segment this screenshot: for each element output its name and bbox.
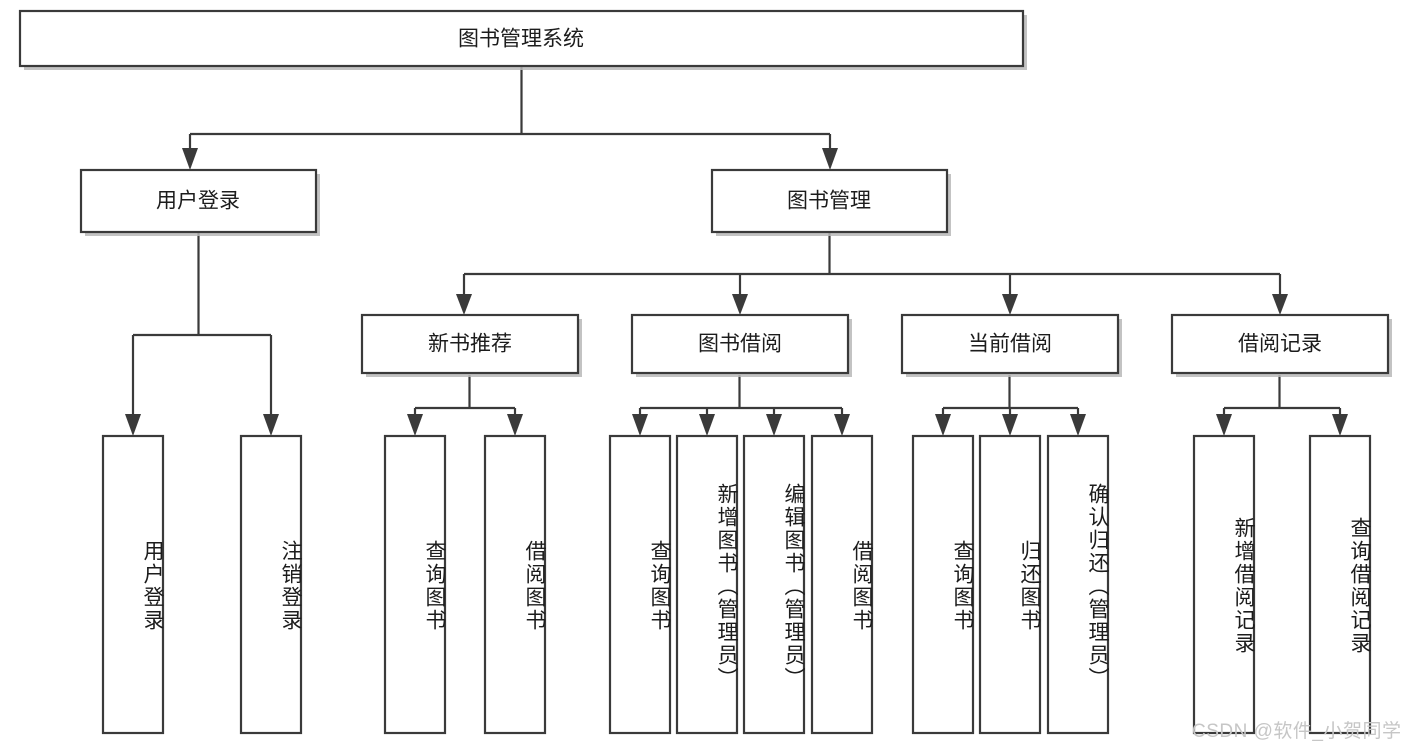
- node-book-manage[interactable]: [710, 168, 949, 234]
- arrow-bb-leaf3: [766, 414, 782, 436]
- arrow-user-login: [182, 148, 198, 170]
- leaf-user-login-logout[interactable]: [239, 434, 303, 735]
- arrow-bb-leaf4: [834, 414, 850, 436]
- node-user-login-label: 用户登录: [156, 190, 240, 213]
- connector-layer: [125, 66, 1348, 436]
- arrow-br-leaf2: [1332, 414, 1348, 436]
- leaf-user-login-login[interactable]: [101, 434, 165, 735]
- leaf-current-borrow-return[interactable]: [978, 434, 1042, 735]
- node-current-borrow-label: 当前借阅: [968, 333, 1052, 356]
- node-layer: 图书管理系统 用户登录 图书管理 新书推荐 图书借阅 当前借阅 借阅记录: [18, 9, 1392, 735]
- node-borrow-record[interactable]: [1170, 313, 1390, 375]
- leaf-book-borrow-add[interactable]: [675, 434, 739, 735]
- arrow-cb-leaf2: [1002, 414, 1018, 436]
- arrow-leaf-logout: [263, 414, 279, 436]
- leaf-current-borrow-confirm[interactable]: [1046, 434, 1110, 735]
- arrow-cb-leaf1: [935, 414, 951, 436]
- leaf-new-book-borrow[interactable]: [483, 434, 547, 735]
- arrow-borrow-record: [1272, 294, 1288, 315]
- node-borrow-record-label: 借阅记录: [1238, 333, 1322, 356]
- node-book-manage-label: 图书管理: [787, 190, 871, 213]
- arrow-nb-leaf2: [507, 414, 523, 436]
- leaf-borrow-record-query[interactable]: [1308, 434, 1372, 735]
- arrow-bb-leaf1: [632, 414, 648, 436]
- node-user-login[interactable]: [79, 168, 318, 234]
- arrow-cb-leaf3: [1070, 414, 1086, 436]
- node-current-borrow[interactable]: [900, 313, 1120, 375]
- arrow-br-leaf1: [1216, 414, 1232, 436]
- node-new-book-label: 新书推荐: [428, 333, 512, 356]
- root-node-label: 图书管理系统: [458, 28, 584, 51]
- leaf-book-borrow-query[interactable]: [608, 434, 672, 735]
- leaf-current-borrow-query[interactable]: [911, 434, 975, 735]
- arrow-bb-leaf2: [699, 414, 715, 436]
- leaf-book-borrow-borrow[interactable]: [810, 434, 874, 735]
- node-root-book-management-system[interactable]: [18, 9, 1025, 68]
- arrow-leaf-user-login: [125, 414, 141, 436]
- leaf-book-borrow-edit[interactable]: [742, 434, 806, 735]
- node-book-borrow-label: 图书借阅: [698, 333, 782, 356]
- csdn-watermark: CSDN @软件_小贺同学: [1192, 721, 1402, 742]
- arrow-book-borrow: [732, 294, 748, 315]
- node-book-borrow[interactable]: [630, 313, 850, 375]
- arrow-current-borrow: [1002, 294, 1018, 315]
- arrow-new-book: [456, 294, 472, 315]
- leaf-new-book-query[interactable]: [383, 434, 447, 735]
- leaf-borrow-record-add[interactable]: [1192, 434, 1256, 735]
- arrow-nb-leaf1: [407, 414, 423, 436]
- arrow-book-manage: [822, 148, 838, 170]
- node-new-book-recommend[interactable]: [360, 313, 580, 375]
